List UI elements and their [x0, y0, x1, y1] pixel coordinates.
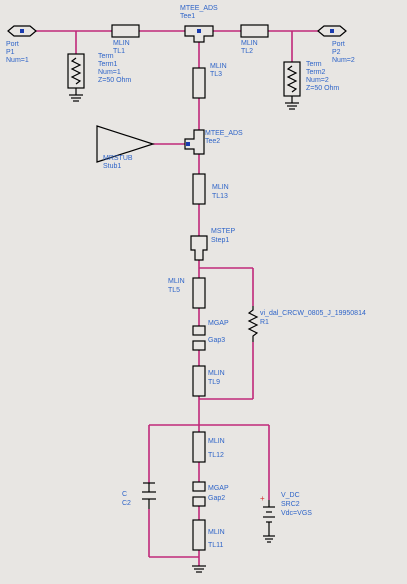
port-p2-type: Port [332, 41, 345, 48]
gap2-type: MGAP [208, 485, 229, 492]
port-p1-pin [20, 29, 24, 33]
tl3-type: MLIN [210, 63, 227, 70]
step1-type: MSTEP [211, 228, 235, 235]
term1-z: Z=50 Ohm [98, 77, 131, 84]
term1-type: Term [98, 53, 114, 60]
src2-plus-icon: + [260, 494, 265, 503]
tee1-type: MTEE_ADS [180, 5, 218, 12]
tl2-body [240, 24, 269, 38]
tee2-name: Tee2 [205, 138, 220, 145]
port-p2-pin [330, 29, 334, 33]
term2[interactable]: Term Term2 Num=2 Z=50 Ohm [283, 61, 339, 110]
tl13-body [192, 173, 206, 205]
tee1-body [184, 25, 214, 43]
tl12-body [192, 431, 206, 463]
src2-name: SRC2 [281, 501, 300, 508]
tee1-pin [197, 29, 201, 33]
c2-name: C2 [122, 500, 131, 507]
term2-z: Z=50 Ohm [306, 85, 339, 92]
stub1-type: MRSTUB [103, 155, 133, 162]
port-p1-name: P1 [6, 49, 15, 56]
tl3-body [192, 67, 206, 99]
stub1-body [96, 125, 155, 163]
term2-name: Term2 [306, 69, 326, 76]
tl13-name: TL13 [212, 193, 228, 200]
tl1[interactable]: MLIN TL1 [111, 24, 140, 55]
port-p2-num: Num=2 [332, 57, 355, 64]
tl1-name: TL1 [113, 48, 125, 55]
tl2-type: MLIN [241, 40, 258, 47]
tee2-type: MTEE_ADS [205, 130, 243, 137]
term1-resistor-zigzag [70, 57, 82, 85]
tl5-name: TL5 [168, 287, 180, 294]
tl9-body [192, 365, 206, 397]
tee1[interactable]: MTEE_ADS Tee1 [180, 5, 218, 43]
gap3[interactable]: MGAP Gap3 [192, 320, 229, 351]
gap3-top [192, 325, 206, 336]
stub1-name: Stub1 [103, 163, 121, 170]
tl12-type: MLIN [208, 438, 225, 445]
tl2-name: TL2 [241, 48, 253, 55]
port-p1-num: Num=1 [6, 57, 29, 64]
term2-type: Term [306, 61, 322, 68]
src2-value: Vdc=VGS [281, 510, 312, 517]
tl3-name: TL3 [210, 71, 222, 78]
tl5-body [192, 277, 206, 309]
tee2-pin [186, 142, 190, 146]
r1-model: vi_dal_CRCW_0805_J_19950814 [260, 310, 366, 317]
tl11-type: MLIN [208, 529, 225, 536]
tl11-name: TL11 [208, 542, 224, 549]
tl12-name: TL12 [208, 452, 224, 459]
term1-num: Num=1 [98, 69, 121, 76]
tl12[interactable]: MLIN TL12 [192, 431, 225, 463]
c2[interactable]: C C2 [122, 482, 156, 509]
term2-resistor-zigzag [286, 65, 298, 93]
gap3-bottom [192, 340, 206, 351]
port-p1[interactable]: Port P1 Num=1 [6, 25, 37, 64]
tl9-name: TL9 [208, 379, 220, 386]
term1-name: Term1 [98, 61, 118, 68]
term2-num: Num=2 [306, 77, 329, 84]
r1-name: R1 [260, 319, 269, 326]
tl1-type: MLIN [113, 40, 130, 47]
tl13[interactable]: MLIN TL13 [192, 173, 229, 205]
step1[interactable]: MSTEP Step1 [190, 228, 235, 261]
wires [22, 30, 332, 566]
gap3-name: Gap3 [208, 337, 225, 344]
tee1-name: Tee1 [180, 13, 195, 20]
src2[interactable]: + V_DC SRC2 Vdc=VGS [260, 492, 312, 543]
tl2[interactable]: MLIN TL2 [240, 24, 269, 55]
r1-resistor-zigzag [247, 306, 259, 342]
step1-name: Step1 [211, 237, 229, 244]
tl9[interactable]: MLIN TL9 [192, 365, 225, 397]
tl1-body [111, 24, 140, 38]
c2-type: C [122, 491, 127, 498]
tl9-type: MLIN [208, 370, 225, 377]
stub1[interactable]: MRSTUB Stub1 [96, 125, 155, 170]
gap2[interactable]: MGAP Gap2 [192, 481, 229, 507]
gap2-top [192, 481, 206, 492]
port-p1-type: Port [6, 41, 19, 48]
tee2-body [184, 129, 205, 155]
step1-body [190, 235, 208, 261]
port-p2-name: P2 [332, 49, 341, 56]
tl11-body [192, 519, 206, 551]
tl13-type: MLIN [212, 184, 229, 191]
tl5[interactable]: MLIN TL5 [168, 277, 206, 309]
port-p2[interactable]: Port P2 Num=2 [317, 25, 355, 64]
gap3-type: MGAP [208, 320, 229, 327]
src2-type: V_DC [281, 492, 300, 499]
gap2-name: Gap2 [208, 495, 225, 502]
tl11[interactable]: MLIN TL11 [192, 519, 225, 551]
tl3[interactable]: MLIN TL3 [192, 63, 227, 99]
term1[interactable]: Term Term1 Num=1 Z=50 Ohm [67, 53, 131, 102]
tee2[interactable]: MTEE_ADS Tee2 [184, 129, 243, 155]
gap2-bottom [192, 496, 206, 507]
r1[interactable]: vi_dal_CRCW_0805_J_19950814 R1 [247, 306, 366, 342]
bottom-ground [192, 565, 206, 573]
tl5-type: MLIN [168, 278, 185, 285]
